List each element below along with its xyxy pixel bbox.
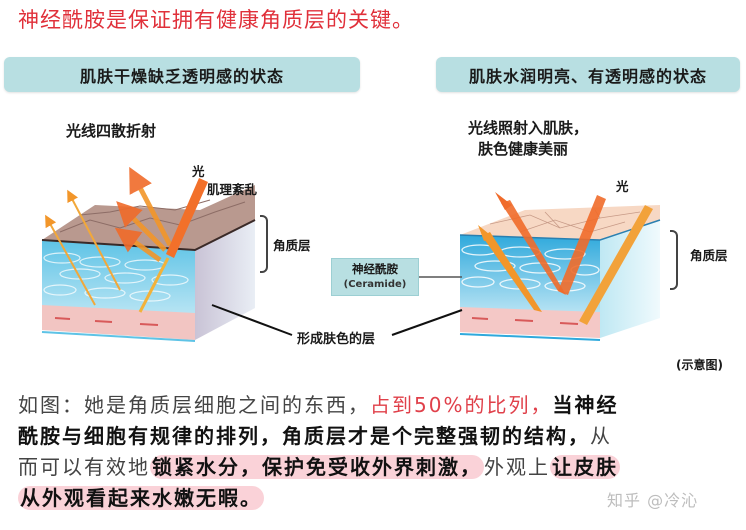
stratum-corneum-bracket-right xyxy=(670,230,678,290)
stratum-corneum-label-left: 角质层 xyxy=(273,238,311,253)
text-segment-highlighted: 让皮肤 xyxy=(550,455,620,479)
paragraph-line-2: 酰胺与细胞有规律的排列，角质层才是个完整强韧的结构，从 xyxy=(18,421,734,452)
texture-label: 肌理紊乱 xyxy=(207,182,258,197)
state-banner-dry: 肌肤干燥缺乏透明感的状态 xyxy=(4,57,360,92)
dry-skin-block xyxy=(41,166,256,342)
caption-hydrated-line2: 肤色健康美丽 xyxy=(478,140,569,158)
caption-dry: 光线四散折射 xyxy=(66,122,157,140)
text-segment-highlighted: 锁紧水分，保护免受收外界刺激， xyxy=(150,455,484,479)
text-segment: 如图：她是角质层细胞之间的东西， xyxy=(18,393,370,417)
stratum-corneum-label-right: 角质层 xyxy=(690,248,728,263)
paragraph-line-3: 而可以有效地锁紧水分，保护免受收外界刺激，外观上让皮肤 xyxy=(18,452,734,483)
state-banner-hydrated: 肌肤水润明亮、有透明感的状态 xyxy=(436,57,740,92)
light-label-left: 光 xyxy=(192,164,205,179)
pointer-line-right xyxy=(391,309,463,336)
illustration-note: (示意图) xyxy=(676,358,723,372)
headline: 神经酰胺是保证拥有健康角质层的关键。 xyxy=(18,8,414,32)
text-segment: 外观上 xyxy=(484,455,550,479)
light-label-right: 光 xyxy=(616,179,629,194)
text-segment-dark: 当神经 xyxy=(552,393,619,417)
skin-color-layer-label: 形成肤色的层 xyxy=(297,332,376,347)
text-segment-red: 占到50%的比列， xyxy=(370,393,553,417)
stratum-corneum-bracket-left xyxy=(260,215,268,273)
ceramide-label: 神经酰胺 xyxy=(352,262,398,276)
paragraph-line-1: 如图：她是角质层细胞之间的东西，占到50%的比列，当神经 xyxy=(18,390,734,421)
text-segment: 从 xyxy=(590,424,612,448)
hydrated-skin-block xyxy=(459,192,661,341)
watermark: 知乎 @冷沁 xyxy=(607,491,699,510)
caption-hydrated-line1: 光线照射入肌肤， xyxy=(468,119,589,137)
text-segment: 而可以有效地 xyxy=(18,455,150,479)
ceramide-sub-label: (Ceramide) xyxy=(343,279,407,290)
pointer-line-left xyxy=(211,304,293,336)
text-segment-dark: 酰胺与细胞有规律的排列，角质层才是个完整强韧的结构， xyxy=(18,424,590,448)
text-segment-highlighted: 从外观看起来水嫩无暇。 xyxy=(18,486,264,510)
explanation-paragraph: 如图：她是角质层细胞之间的东西，占到50%的比列，当神经 酰胺与细胞有规律的排列… xyxy=(18,390,734,514)
ceramide-label-box: 神经酰胺 (Ceramide) xyxy=(331,258,419,296)
paragraph-line-4: 从外观看起来水嫩无暇。 xyxy=(18,483,734,514)
